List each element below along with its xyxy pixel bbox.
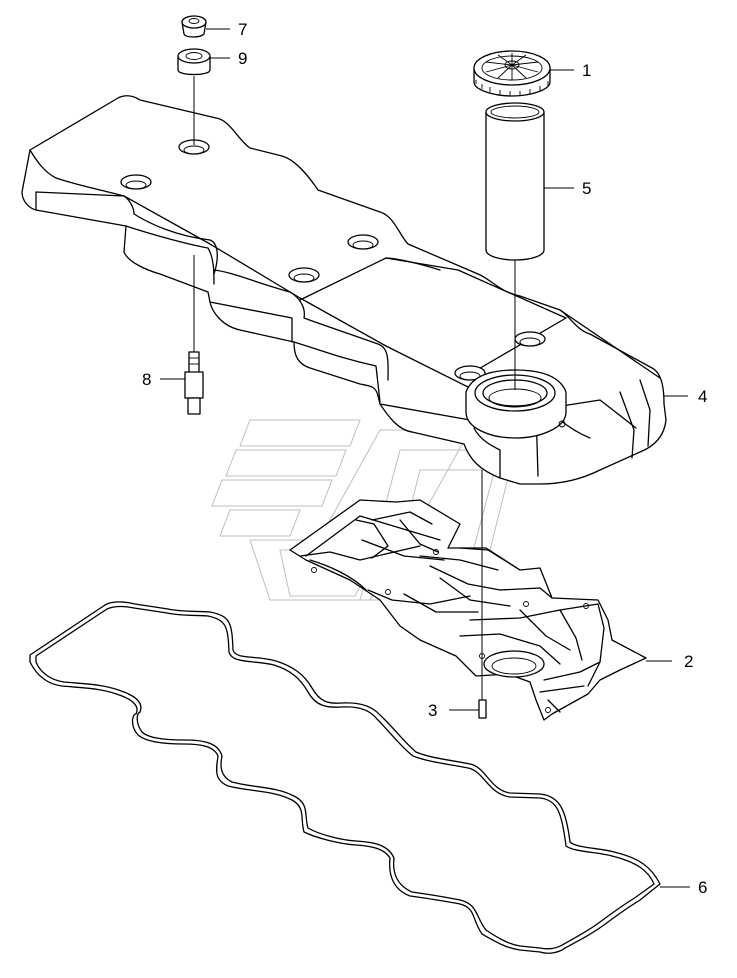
callout-3: 3 [428, 701, 437, 720]
callout-4: 4 [698, 387, 707, 406]
callout-7: 7 [238, 20, 247, 39]
filter-element [485, 102, 545, 261]
callout-8: 8 [142, 370, 151, 389]
filler-cap [473, 50, 551, 97]
callout-6: 6 [698, 878, 707, 897]
leader-lines [160, 28, 690, 888]
callout-2: 2 [684, 652, 693, 671]
pin [478, 699, 487, 719]
gasket [29, 601, 661, 954]
valve-cover [21, 95, 667, 485]
callout-9: 9 [238, 49, 247, 68]
alignment-lines [193, 76, 516, 700]
stud [184, 351, 204, 415]
baffle-plate [289, 499, 647, 721]
callout-labels: 1 2 3 4 5 6 7 8 9 [142, 20, 707, 897]
nut [181, 15, 207, 38]
callout-1: 1 [582, 61, 591, 80]
callout-5: 5 [582, 179, 591, 198]
grommet [177, 48, 211, 76]
